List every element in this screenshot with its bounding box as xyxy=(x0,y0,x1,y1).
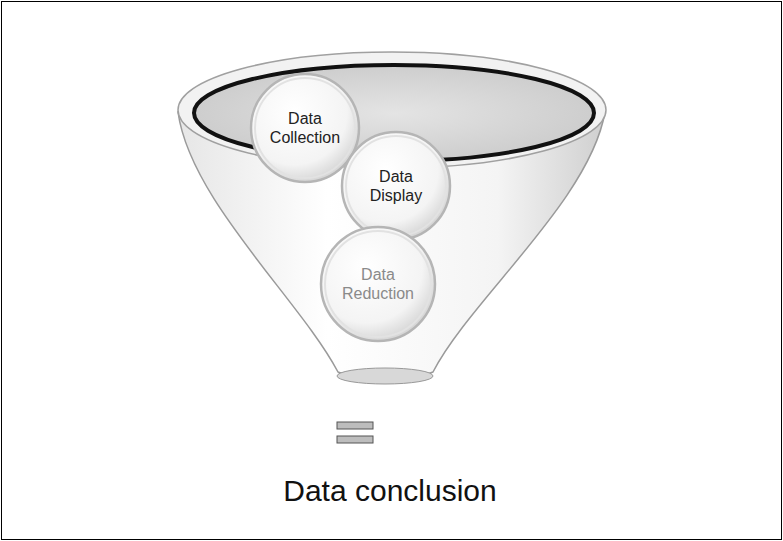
node-text-group: Data Reduction xyxy=(337,265,420,303)
node-label: Data Collection xyxy=(266,109,344,147)
funnel-body xyxy=(178,112,605,382)
funnel-spout xyxy=(337,368,433,384)
circle-inner-ring xyxy=(325,231,431,337)
circle-inner-ring xyxy=(346,136,446,236)
node-label: Data Reduction xyxy=(337,265,420,303)
circle-outline xyxy=(319,225,437,343)
equals-bar xyxy=(337,422,373,429)
process-circle: Data Display xyxy=(340,130,452,242)
conclusion-label: Data conclusion xyxy=(283,474,496,508)
circle-outline xyxy=(340,130,452,242)
equals-bar xyxy=(337,436,373,443)
circle-shape xyxy=(342,132,450,240)
circle-shape xyxy=(321,227,435,341)
circle-shape xyxy=(251,74,359,182)
node-text-group: Data Collection xyxy=(266,109,344,147)
process-circle: Data Reduction xyxy=(319,225,437,343)
node-label: Data Display xyxy=(357,167,435,205)
node-text-group: Data Display xyxy=(357,167,435,205)
circle-inner-ring xyxy=(255,78,355,178)
